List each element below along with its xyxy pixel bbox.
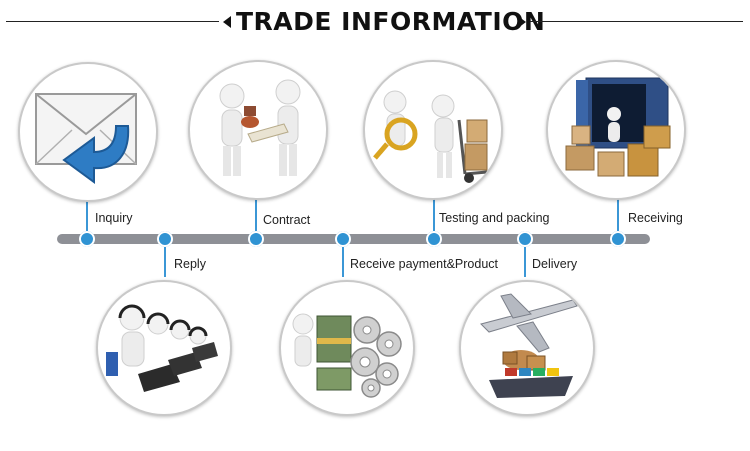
contract-illustration: [188, 60, 328, 200]
reply-illustration: [96, 280, 232, 416]
timeline-node-reply: [157, 231, 173, 247]
handshake-stamp-icon: [219, 79, 301, 176]
airplane-and-cargo-ship-icon: [480, 293, 578, 398]
header-left-rule: [6, 21, 219, 22]
stem-testing: [433, 196, 435, 238]
stem-contract: [255, 196, 257, 238]
money-and-gears-icon: [292, 313, 402, 398]
step-label-inquiry: Inquiry: [95, 211, 133, 225]
timeline-node-testing: [426, 231, 442, 247]
delivery-illustration: [459, 280, 595, 416]
customer-service-operators-icon: [106, 304, 218, 392]
stem-payment: [342, 243, 344, 277]
container-with-boxes-icon: [565, 77, 671, 177]
timeline-node-receiving: [610, 231, 626, 247]
header-right-rule: [530, 21, 743, 22]
envelope-reply-icon: [35, 93, 137, 184]
timeline-node-payment: [335, 231, 351, 247]
timeline-node-delivery: [517, 231, 533, 247]
right-arrow-icon: [518, 16, 526, 28]
timeline-node-contract: [248, 231, 264, 247]
step-label-delivery: Delivery: [532, 257, 578, 271]
timeline-bar: [57, 234, 650, 244]
payment-illustration: [279, 280, 415, 416]
magnifier-and-hand-truck-icon: [373, 90, 488, 183]
stem-inquiry: [86, 200, 88, 238]
testing-illustration: [363, 60, 503, 200]
step-label-reply: Reply: [174, 257, 206, 271]
stem-reply: [164, 243, 166, 277]
timeline-node-inquiry: [79, 231, 95, 247]
stem-receiving: [617, 196, 619, 238]
step-label-receiving: Receiving: [628, 211, 683, 225]
header: TRADE INFORMATION: [0, 0, 750, 44]
stem-delivery: [524, 243, 526, 277]
step-label-testing: Testing and packing: [439, 211, 550, 225]
step-label-payment: Receive payment&Product: [350, 257, 498, 271]
receiving-illustration: [546, 60, 686, 200]
left-arrow-icon: [223, 16, 231, 28]
page-title: TRADE INFORMATION: [236, 7, 546, 36]
step-label-contract: Contract: [263, 213, 311, 227]
inquiry-illustration: [18, 62, 158, 202]
